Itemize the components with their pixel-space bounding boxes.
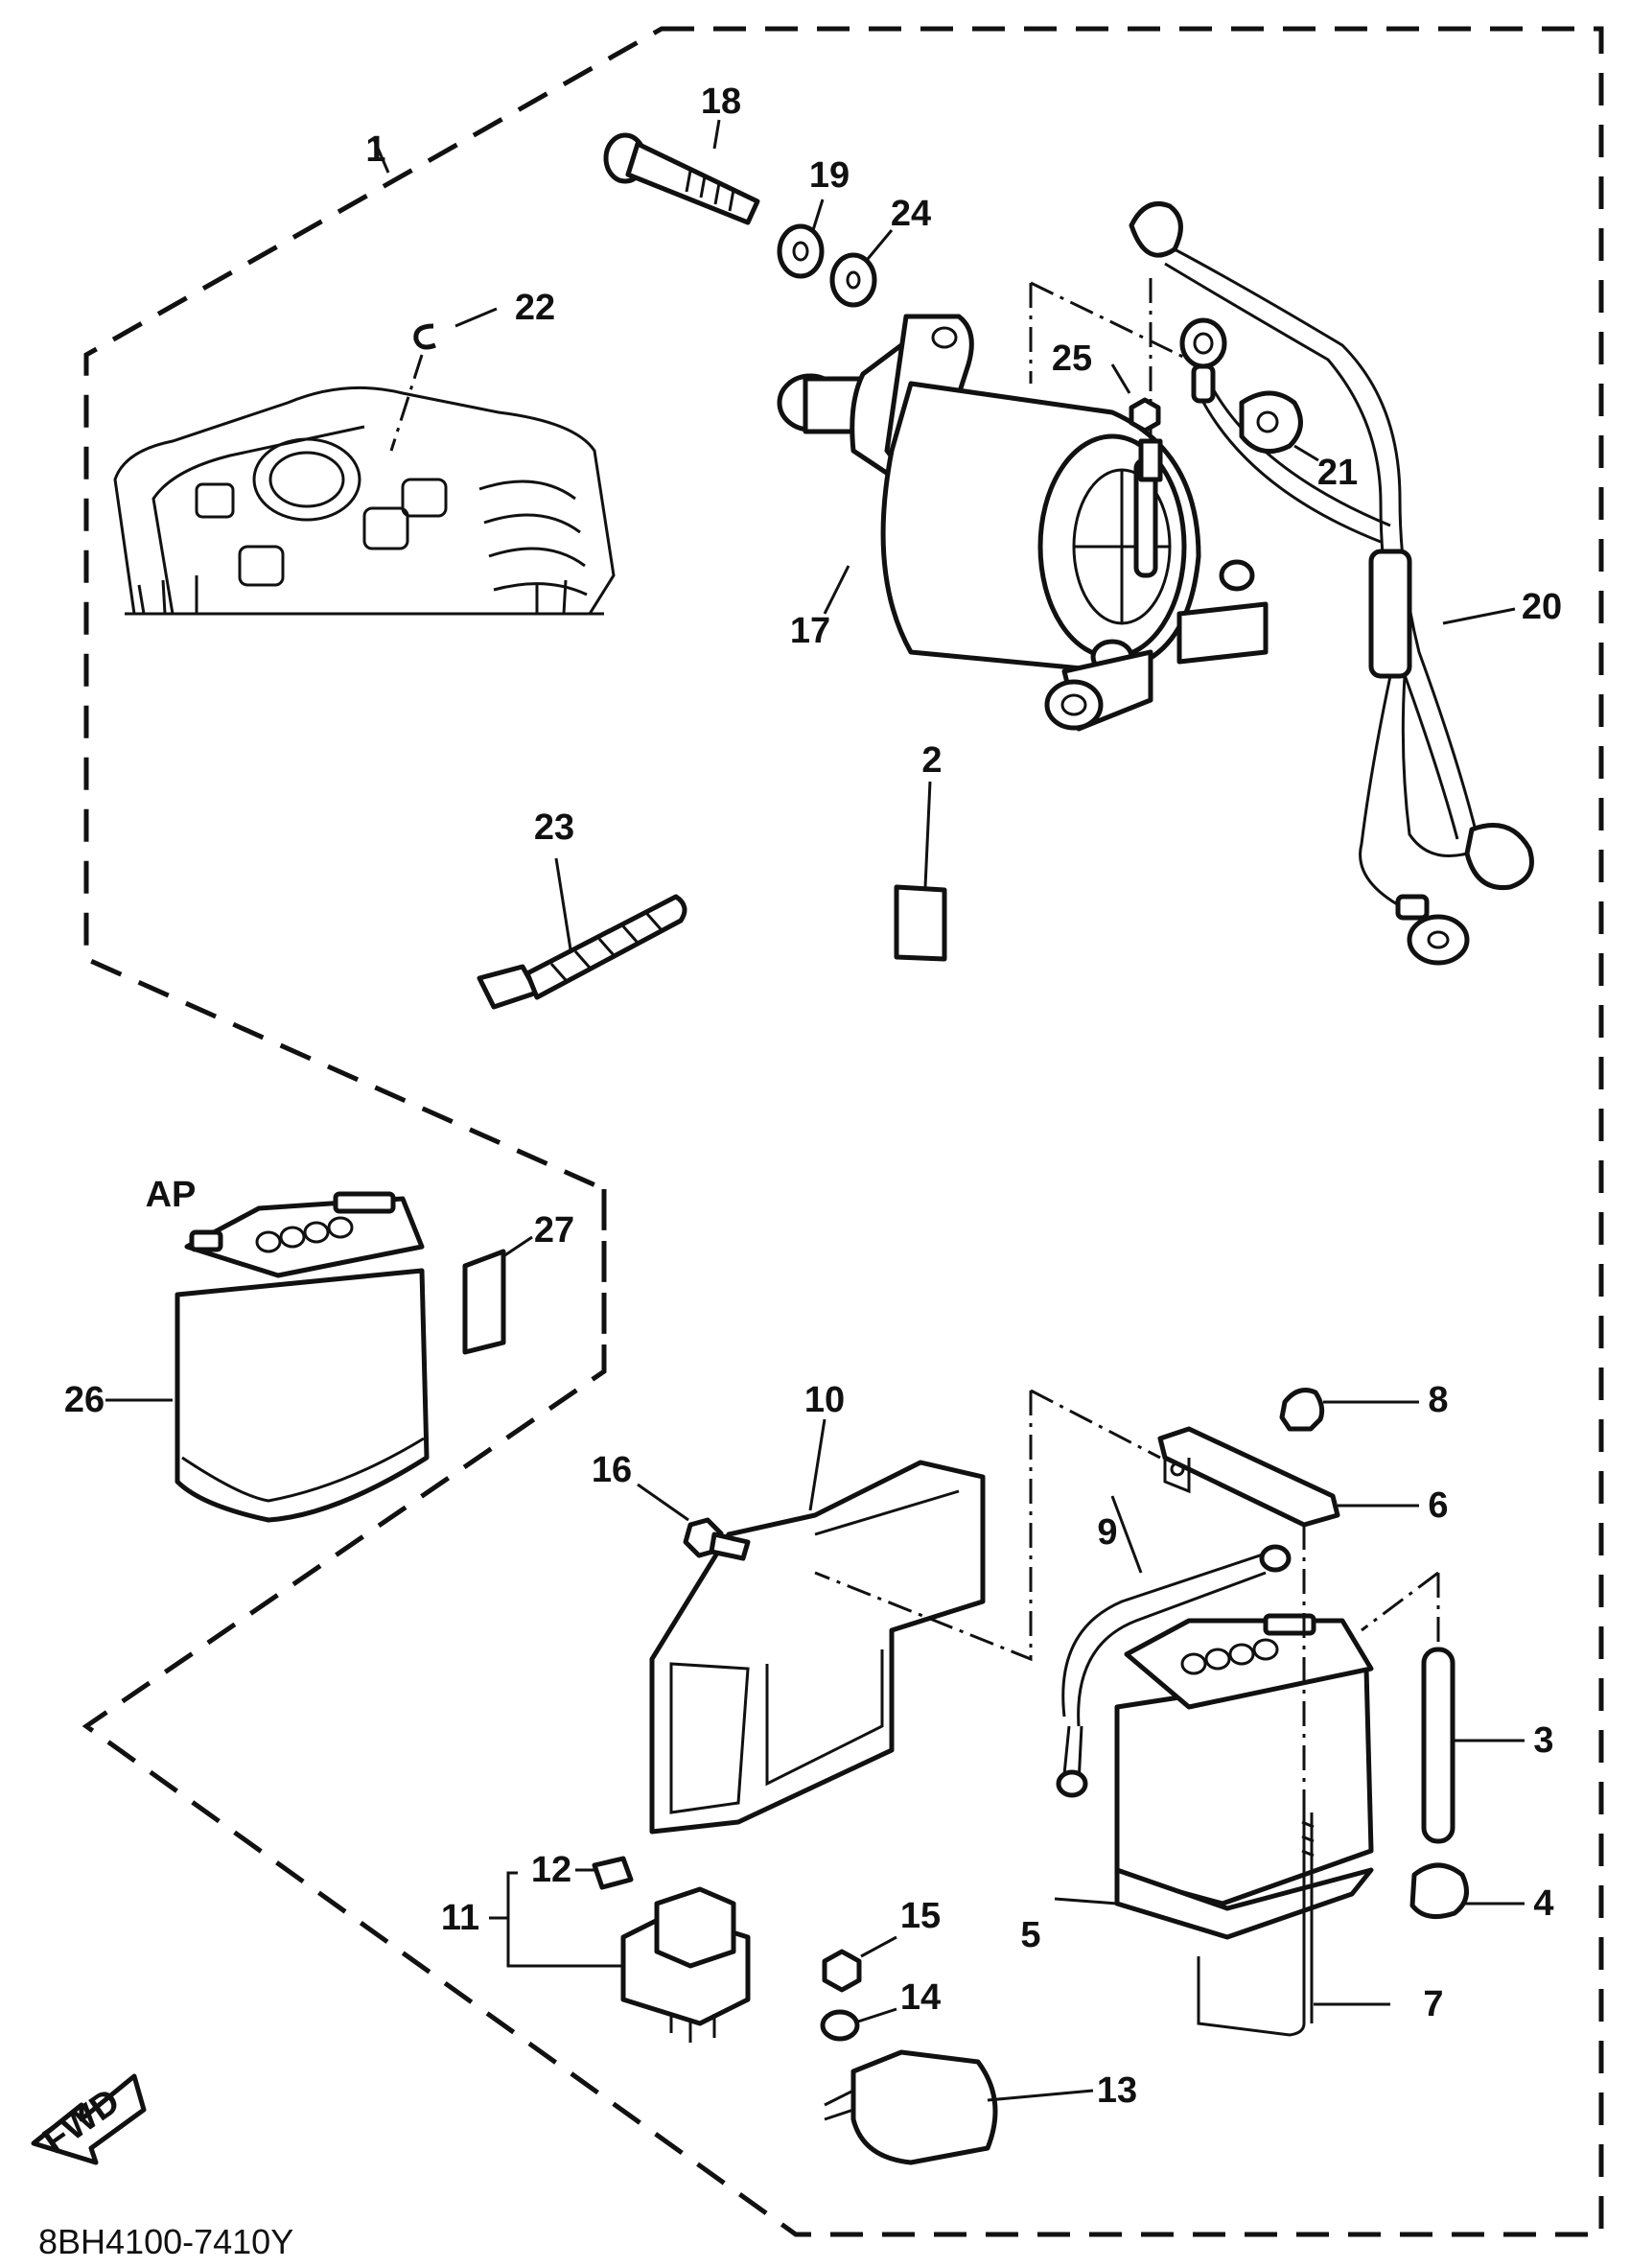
fwd-arrow-icon — [31, 2073, 147, 2165]
callout-22: 22 — [515, 288, 555, 328]
part-2-label — [894, 781, 947, 962]
engine-outline — [113, 386, 616, 616]
part-22-clip — [389, 307, 498, 452]
callout-14: 14 — [900, 1977, 941, 2018]
part-25-nut — [1029, 278, 1190, 433]
part-18-bolt — [603, 119, 760, 225]
callout-23: 23 — [534, 807, 574, 848]
drawing-number: 8BH4100-7410Y — [38, 2222, 293, 2261]
part-24-washer — [829, 229, 894, 308]
callout-2: 2 — [921, 740, 942, 781]
callout-17: 17 — [790, 611, 830, 651]
callout-21: 21 — [1317, 453, 1358, 493]
callout-19: 19 — [809, 155, 850, 196]
callout-7: 7 — [1423, 1984, 1443, 2024]
part-12-fuse — [575, 1856, 634, 1890]
ap-battery-group — [105, 1189, 607, 1523]
callout-1: 1 — [365, 129, 385, 170]
battery-assembly — [1054, 1495, 1525, 2037]
part-10-battery-cover — [649, 1389, 1161, 1835]
callout-24: 24 — [891, 194, 931, 234]
callout-15: 15 — [900, 1896, 941, 1936]
part-16-bolt — [637, 1483, 751, 1561]
callout-27: 27 — [534, 1210, 574, 1251]
callout-26: 26 — [64, 1380, 105, 1420]
callout-3: 3 — [1533, 1720, 1553, 1761]
callout-6: 6 — [1428, 1485, 1448, 1526]
callout-4: 4 — [1533, 1883, 1553, 1924]
part-6-bracket — [1157, 1426, 1419, 1528]
part-8-nut — [1279, 1388, 1419, 1432]
callout-20: 20 — [1522, 587, 1562, 627]
callout-8: 8 — [1428, 1380, 1448, 1420]
part-19-lock-washer — [777, 199, 825, 279]
part-14-washer — [820, 2007, 897, 2042]
group-ap-label: AP — [146, 1175, 197, 1215]
callout-11: 11 — [441, 1898, 479, 1938]
part-23-cable-tie — [477, 857, 687, 1010]
part-13-unit — [824, 2049, 1094, 2165]
part-21-nut — [1239, 390, 1319, 462]
callout-13: 13 — [1097, 2070, 1137, 2111]
part-17-starter-motor — [777, 314, 1269, 732]
part-11-relay — [489, 1871, 751, 2043]
callout-25: 25 — [1052, 339, 1092, 379]
callout-10: 10 — [804, 1380, 845, 1420]
part-15-nut — [822, 1935, 897, 1993]
part-20-cable — [1129, 201, 1534, 966]
callout-9: 9 — [1097, 1512, 1117, 1553]
callout-16: 16 — [592, 1450, 632, 1490]
kit-boundary — [82, 26, 1604, 2237]
callout-18: 18 — [701, 82, 741, 122]
callout-12: 12 — [531, 1850, 571, 1890]
callout-5: 5 — [1020, 1915, 1040, 1955]
